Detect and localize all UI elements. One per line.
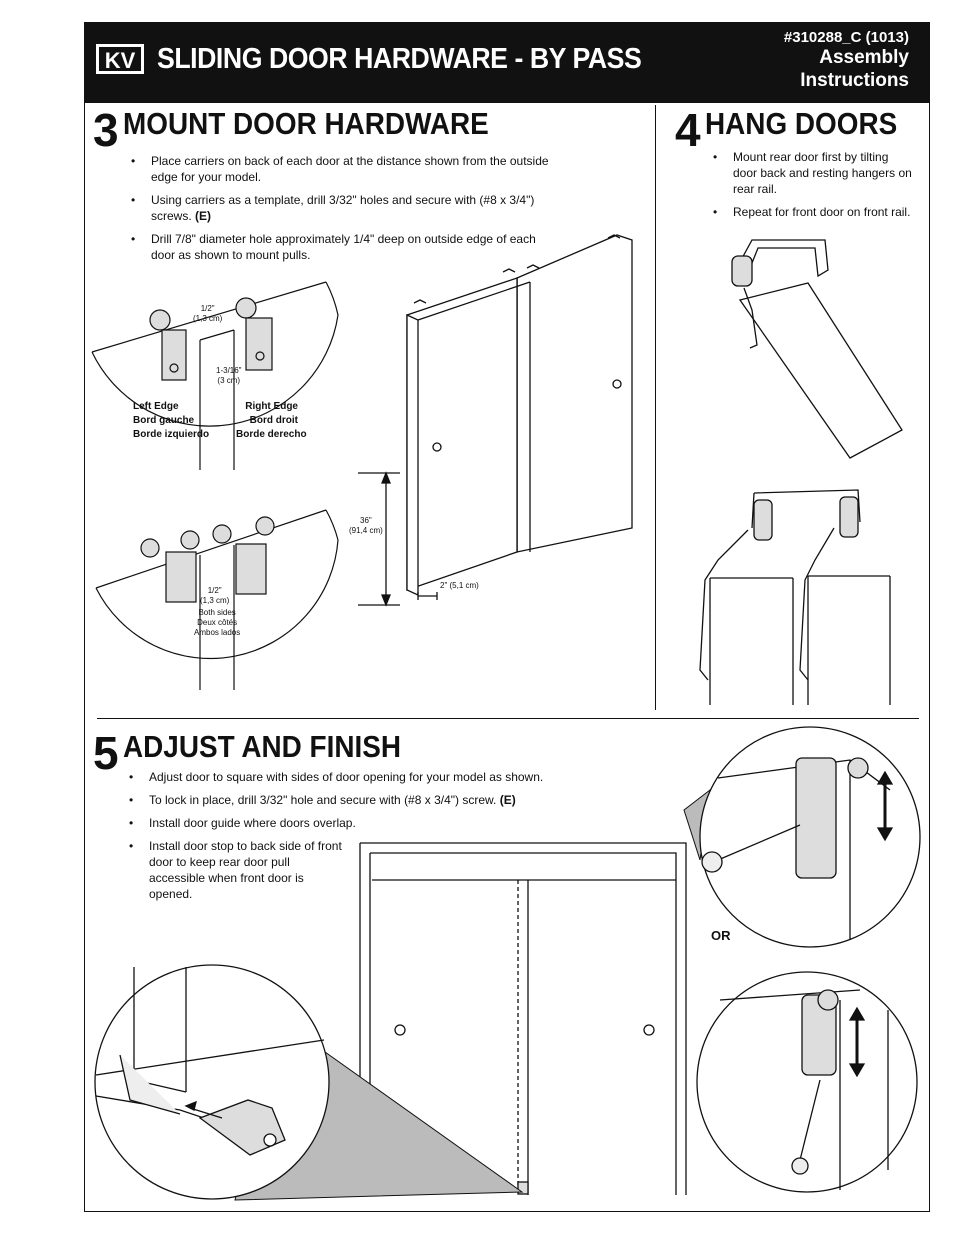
step3-bullet-2: Using carriers as a template, drill 3/32… xyxy=(131,192,551,224)
hang-door-tilt-diagram xyxy=(731,239,903,459)
hang-doors-rails-diagram xyxy=(699,489,891,705)
step4-bullet-1: Mount rear door first by tilting door ba… xyxy=(713,149,913,197)
instruction-page: KV SLIDING DOOR HARDWARE - BY PASS #3102… xyxy=(84,22,930,1212)
column-divider xyxy=(655,105,656,710)
header-bar: KV SLIDING DOOR HARDWARE - BY PASS #3102… xyxy=(85,23,929,103)
door-stop-screw-icon xyxy=(263,1133,277,1147)
step5-number: 5 xyxy=(93,727,119,779)
dim-half-inch: 1/2"(1,3 cm) xyxy=(193,304,223,323)
dim-36-inch: 36"(91,4 cm) xyxy=(349,516,383,535)
carrier-right-icon xyxy=(235,297,273,371)
step4-title: HANG DOORS xyxy=(705,106,898,141)
step5-bullet-4: Install door stop to back side of front … xyxy=(129,838,349,902)
adjust-detail-circle-2 xyxy=(696,971,918,1193)
step5-title: ADJUST AND FINISH xyxy=(123,729,402,764)
carrier-pair-left-icon xyxy=(140,530,200,603)
svg-text:KV: KV xyxy=(105,48,136,73)
step3-bullet-1: Place carriers on back of each door at t… xyxy=(131,153,551,185)
step5-bullet-1: Adjust door to square with sides of door… xyxy=(129,769,609,785)
both-sides-label: Both sides Deux côtés Ambos lados xyxy=(194,608,241,637)
pull-hole-right-icon xyxy=(612,379,622,389)
step4-heading: 4 HANG DOORS xyxy=(675,103,919,157)
step5-bullet-2: To lock in place, drill 3/32" hole and s… xyxy=(129,792,609,808)
right-edge-label: Right Edge Bord droit Borde derecho xyxy=(236,401,307,440)
carrier-detail-circle-2 xyxy=(95,509,339,690)
adjust-tool-icon xyxy=(791,1157,809,1175)
door-pull-right-icon xyxy=(643,1024,655,1036)
dim-half-inch-2: 1/2"(1,3 cm) xyxy=(200,586,230,605)
document-title: SLIDING DOOR HARDWARE - BY PASS xyxy=(157,43,642,75)
step5-bullet-3: Install door guide where doors overlap. xyxy=(129,815,609,831)
document-code-block: #310288_C (1013) Assembly Instructions xyxy=(784,29,909,92)
adjust-detail-circle-1 xyxy=(699,726,921,948)
doors-diagram xyxy=(358,234,633,607)
step3-bullets: Place carriers on back of each door at t… xyxy=(131,153,551,270)
section-divider xyxy=(97,718,919,719)
carrier-pair-right-icon xyxy=(212,516,275,595)
adjust-screw-icon xyxy=(701,851,723,873)
dim-2-inch: 2" (5,1 cm) xyxy=(440,581,479,590)
pull-hole-left-icon xyxy=(432,442,442,452)
document-code: #310288_C (1013) xyxy=(783,29,909,46)
step5-heading: 5 ADJUST AND FINISH xyxy=(93,726,432,780)
or-label: OR xyxy=(711,928,731,943)
door-frame-diagram xyxy=(359,842,687,1195)
step3-number: 3 xyxy=(93,104,119,156)
door-pull-left-icon xyxy=(394,1024,406,1036)
dim-1-3-16: 1-3/16"(3 cm) xyxy=(216,366,242,385)
step5-bullets-top: Adjust door to square with sides of door… xyxy=(129,769,609,909)
subtitle-assembly: Assembly xyxy=(819,47,909,68)
subtitle-instructions: Instructions xyxy=(800,70,909,91)
step3-heading: 3 MOUNT DOOR HARDWARE xyxy=(93,103,529,157)
step3-bullet-3: Drill 7/8" diameter hole approximately 1… xyxy=(131,231,551,263)
carrier-detail-circle-1 xyxy=(91,281,339,470)
kv-logo-icon: KV xyxy=(96,44,144,74)
step4-bullet-2: Repeat for front door on front rail. xyxy=(713,204,913,220)
step3-title: MOUNT DOOR HARDWARE xyxy=(123,106,489,141)
step4-number: 4 xyxy=(675,104,701,156)
carrier-left-icon xyxy=(149,309,187,381)
left-edge-label: Left Edge Bord gauche Borde izquierdo xyxy=(133,401,210,440)
step4-bullets: Mount rear door first by tilting door ba… xyxy=(713,149,913,227)
door-guide-detail-circle xyxy=(94,964,330,1200)
